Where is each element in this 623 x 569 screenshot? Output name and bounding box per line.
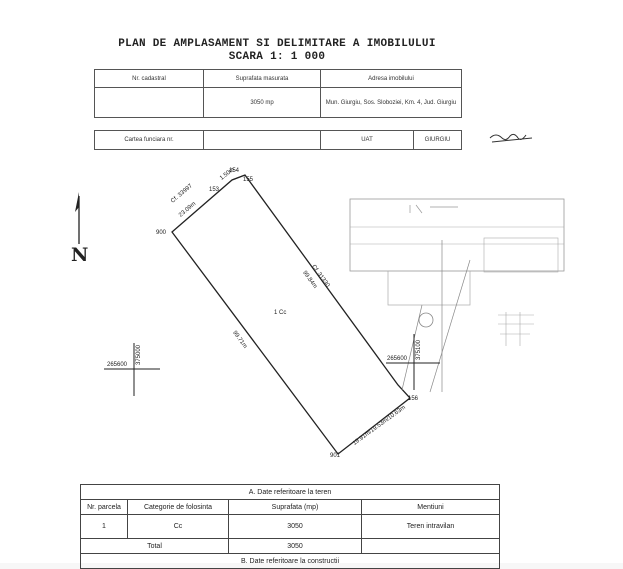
uat-value: GIURGIU bbox=[413, 130, 462, 150]
point-label-154: 154 bbox=[229, 168, 240, 174]
plan-scale: SCARA 1: 1 000 bbox=[228, 51, 326, 63]
section-a-heading: A. Date referitoare la teren bbox=[80, 484, 500, 500]
north-arrow-head bbox=[75, 192, 79, 212]
parcel-label: 1 Cc bbox=[274, 310, 287, 316]
point-label-153: 153 bbox=[209, 187, 220, 193]
col-categorie: Categorie de folosinta bbox=[127, 499, 229, 515]
col-mentiuni: Mentiuni bbox=[361, 499, 500, 515]
row1-nr: 1 bbox=[80, 514, 128, 539]
section-b-heading: B. Date referitoare la constructii bbox=[80, 553, 500, 569]
annex-sketch-box bbox=[349, 198, 565, 272]
row1-mentiuni: Teren intravilan bbox=[361, 514, 500, 539]
coord-right-y: 375100 bbox=[416, 339, 422, 360]
row1-categorie: Cc bbox=[127, 514, 229, 539]
point-label-156: 156 bbox=[408, 396, 419, 402]
total-mentiuni bbox=[361, 538, 500, 554]
annex-circle-mark bbox=[418, 312, 434, 328]
signature-mark bbox=[489, 133, 533, 143]
annex-stamp-mark bbox=[498, 312, 534, 346]
annex-sketch-box-2 bbox=[387, 270, 471, 306]
col-suprafata: Suprafata (mp) bbox=[228, 499, 362, 515]
coord-left-y: 375000 bbox=[136, 344, 142, 365]
point-label-901: 901 bbox=[330, 453, 341, 459]
coord-left-x: 265600 bbox=[107, 362, 128, 368]
point-label-900: 900 bbox=[156, 230, 167, 236]
point-label-155: 155 bbox=[243, 177, 254, 183]
north-label: N bbox=[71, 244, 89, 266]
carte-funciara-table: Cartea funciara nr. UAT GIURGIU bbox=[94, 130, 462, 150]
header-info-table: Nr. cadastral Suprafata masurata Adresa … bbox=[94, 69, 462, 118]
parcel-outline bbox=[171, 174, 411, 455]
land-data-table: A. Date referitoare la teren Nr. parcela… bbox=[80, 484, 500, 569]
document-title: PLAN DE AMPLASAMENT SI DELIMITARE A IMOB… bbox=[112, 38, 442, 64]
header-adresa-value: Mun. Giurgiu, Sos. Sloboziei, Km. 4, Jud… bbox=[320, 87, 462, 118]
coord-right-x: 265600 bbox=[387, 356, 408, 362]
col-nr-parcela: Nr. parcela bbox=[80, 499, 128, 515]
total-label: Total bbox=[80, 538, 229, 554]
parcel-top-edge bbox=[231, 174, 246, 181]
total-value: 3050 bbox=[228, 538, 362, 554]
plan-title: PLAN DE AMPLASAMENT SI DELIMITARE A IMOB… bbox=[118, 38, 436, 50]
row1-suprafata: 3050 bbox=[228, 514, 362, 539]
